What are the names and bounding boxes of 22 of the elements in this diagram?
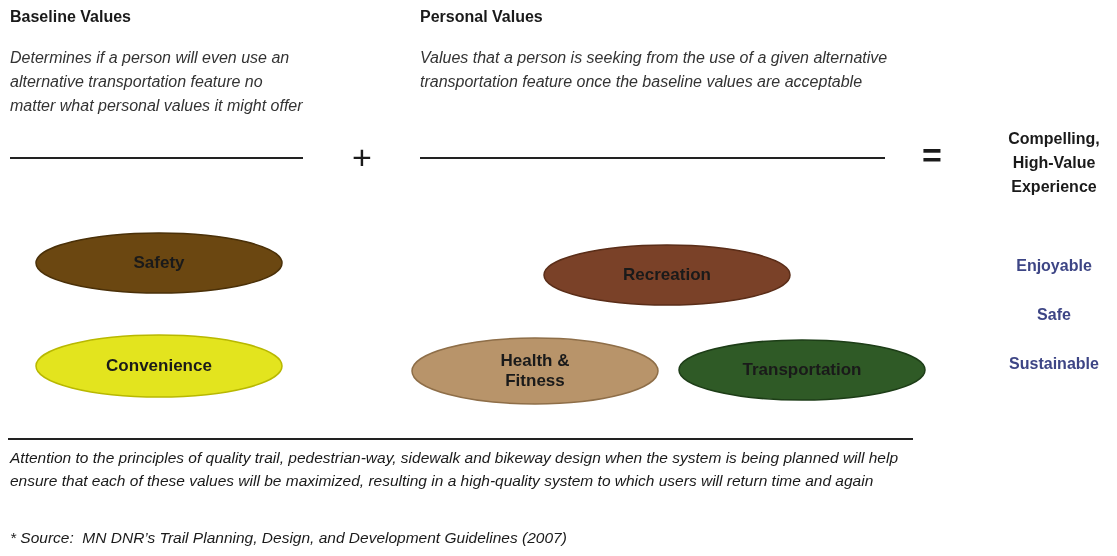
source-note: * Source: MN DNR’s Trail Planning, Design, and Development Guidelines (2007) bbox=[10, 529, 568, 547]
heading: Personal Values bbox=[420, 8, 544, 26]
quality-label: Sustainable bbox=[1008, 355, 1100, 373]
equals-sign: = bbox=[921, 136, 943, 175]
ellipse-label: Recreation bbox=[623, 265, 711, 285]
ellipse-label: Transportation bbox=[742, 360, 862, 380]
value-ellipse bbox=[35, 334, 283, 398]
note-text: Attention to the principles of quality trail, pedestrian-way, sidewalk and bikeway design when the system is being planned will help ensure that each of these values will be maximized, resulting in a high-quality system to which users will return time and again bbox=[10, 448, 899, 491]
plus-sign: + bbox=[351, 138, 373, 177]
value-ellipse bbox=[543, 244, 791, 306]
quality-label: Safe bbox=[1036, 306, 1072, 324]
result-heading: Compelling, High-Value Experience bbox=[1007, 129, 1101, 197]
value-ellipse bbox=[411, 337, 659, 405]
value-ellipse bbox=[35, 232, 283, 294]
value-ellipse bbox=[678, 339, 926, 401]
heading: Baseline Values bbox=[10, 8, 132, 26]
description-text: Values that a person is seeking from the use of a given alternative transportation feature once the baseline values are acceptable bbox=[420, 48, 889, 92]
ellipse-label: Safety bbox=[133, 253, 185, 273]
ellipse-label: Convenience bbox=[106, 356, 212, 376]
quality-label: Enjoyable bbox=[1015, 257, 1093, 275]
description-text: Determines if a person will even use an alternative transportation feature no matter what personal values it might offer bbox=[10, 48, 304, 116]
ellipse-label: Health & Fitness bbox=[499, 351, 571, 391]
